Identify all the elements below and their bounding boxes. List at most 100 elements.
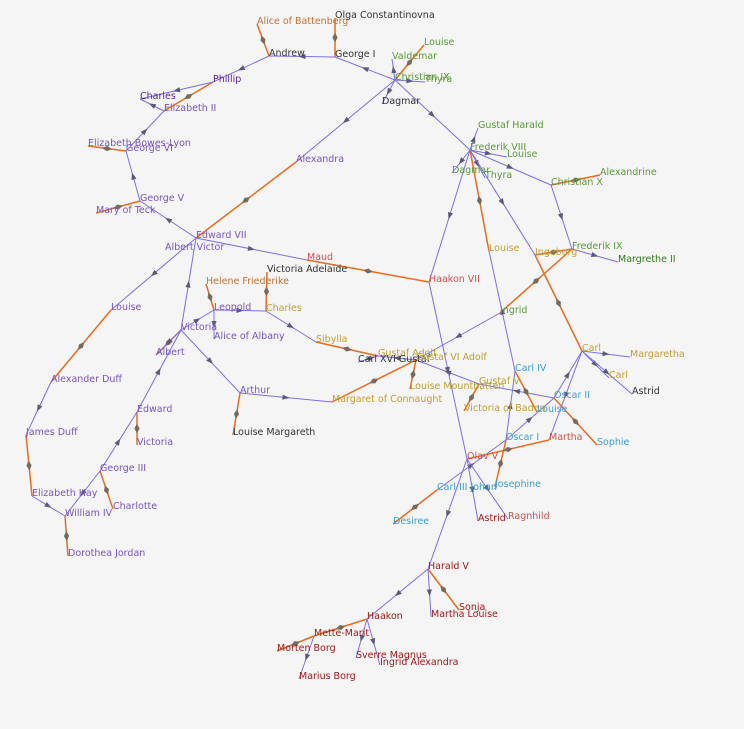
person-node-arthur[interactable]: Arthur [240,385,270,396]
person-node-maud[interactable]: Maud [307,252,333,263]
person-node-louise-dk2[interactable]: Louise [507,149,538,160]
person-node-haakon7[interactable]: Haakon VII [429,274,480,285]
person-node-william4[interactable]: William IV [65,508,113,519]
person-node-margrethe2[interactable]: Margrethe II [618,254,676,265]
person-node-valdemar[interactable]: Valdemar [392,51,437,62]
person-node-victoria-k[interactable]: Victoria [137,437,173,448]
person-node-ingeborg[interactable]: Ingeborg [535,247,577,258]
person-node-charles[interactable]: Charles [140,91,176,102]
person-node-haakon[interactable]: Haakon [367,611,403,622]
person-node-elizabeth2[interactable]: Elizabeth II [164,103,216,114]
person-node-dorothea[interactable]: Dorothea Jordan [68,548,145,559]
person-node-carl16[interactable]: Carl XVI Gustaf [358,354,431,365]
person-node-albert-victor[interactable]: Albert Victor [165,242,224,253]
person-node-gustaf-adolf[interactable]: Gustaf Adolf [378,348,437,359]
person-node-andrew[interactable]: Andrew [269,48,305,59]
direction-arrow [498,198,505,206]
person-node-margaretha[interactable]: Margaretha [630,349,685,360]
person-node-margaret-c[interactable]: Margaret of Connaught [332,394,442,405]
person-node-victoria[interactable]: Victoria [181,322,217,333]
person-node-george5[interactable]: George V [140,193,185,204]
person-node-george1[interactable]: George I [335,49,375,60]
person-node-mary-teck[interactable]: Mary of Teck [96,205,156,216]
person-node-carl3[interactable]: Carl III Johan [437,482,497,493]
marriage-marker [342,346,352,352]
direction-arrow [483,484,490,492]
person-node-dagmar2[interactable]: Dagmar [452,165,490,176]
person-node-alexandrine[interactable]: Alexandrine [600,167,657,178]
marriage-marker [63,531,70,541]
direction-arrow [155,367,161,376]
person-node-albert[interactable]: Albert [156,347,185,358]
person-node-carl-sw[interactable]: Carl [582,343,601,354]
person-node-ingrid[interactable]: Ingrid [500,305,527,316]
marriage-marker [476,195,483,206]
direction-arrow [590,252,599,258]
person-node-josephine[interactable]: Josephine [494,479,541,490]
person-node-frederik8[interactable]: Frederik VIII [470,142,526,153]
direction-arrow [454,332,463,339]
person-node-sibylla[interactable]: Sibylla [316,334,347,345]
person-node-christian10[interactable]: Christian X [551,177,603,188]
person-node-astrid-sw[interactable]: Astrid [632,386,660,397]
person-node-alice-battenberg[interactable]: Alice of Battenberg [257,16,348,27]
person-node-alice-albany[interactable]: Alice of Albany [214,331,285,342]
person-node-victoria-baden[interactable]: Victoria of Baden [464,403,546,414]
person-node-olga[interactable]: Olga Constantinovna [335,10,435,21]
person-node-carl4[interactable]: Carl IV [515,363,547,374]
person-node-ebl[interactable]: Elizabeth Bowes-Lyon [88,138,191,149]
person-node-desiree[interactable]: Desiree [393,516,429,527]
direction-arrow [591,360,598,367]
person-node-marius[interactable]: Marius Borg [299,671,356,682]
person-node-sophie[interactable]: Sophie [597,437,630,448]
person-node-christian9[interactable]: Christian IX [395,72,450,83]
person-node-louise-sw2[interactable]: Louise [537,404,568,415]
person-node-george6[interactable]: George VI [126,143,173,154]
marriage-marker [242,196,250,204]
person-node-victoria-adelaide[interactable]: Victoria Adelaide [267,264,347,275]
person-node-elizabeth-hay[interactable]: Elizabeth Hay [32,488,98,499]
person-node-mette-marit[interactable]: Mette-Marit [314,628,369,639]
person-node-ragnhild[interactable]: Ragnhild [508,511,550,522]
person-node-gustaf5[interactable]: Gustaf V [479,376,520,387]
person-node-helene[interactable]: Helene Friederike [206,276,289,287]
person-node-astrid-no[interactable]: Astrid [478,513,506,524]
person-node-alexandra[interactable]: Alexandra [296,154,344,165]
person-node-sverre[interactable]: Sverre Magnus [356,650,427,661]
direction-arrow [305,653,311,661]
person-node-charles-sax[interactable]: Charles [266,303,302,314]
person-node-edward7[interactable]: Edward VII [196,230,247,241]
person-node-gustaf-harald[interactable]: Gustaf Harald [478,120,544,131]
person-node-ingrid-alex[interactable]: Ingrid Alexandra [380,657,459,668]
person-node-louise-dk[interactable]: Louise [424,37,455,48]
person-node-james-duff[interactable]: James Duff [25,427,78,438]
direction-arrow [428,110,436,118]
person-node-martha[interactable]: Martha [549,432,583,443]
person-node-sonja[interactable]: Sonja [459,602,485,613]
person-node-leopold[interactable]: Leopold [214,302,251,313]
person-node-dagmar1[interactable]: Dagmar [382,96,420,107]
person-node-alexander-duff[interactable]: Alexander Duff [51,374,122,385]
person-node-olav5[interactable]: Olav V [467,451,499,462]
direction-arrow [140,128,148,136]
person-node-oscar1[interactable]: Oscar I [506,432,539,443]
person-node-louise-margareth[interactable]: Louise Margareth [233,427,315,438]
person-node-gustaf6[interactable]: Gustaf VI Adolf [416,352,487,363]
person-node-oscar2[interactable]: Oscar II [554,390,590,401]
person-node-charlotte[interactable]: Charlotte [113,501,157,512]
person-node-louise-uk[interactable]: Louise [111,302,142,313]
direction-arrow [513,389,521,395]
marriage-marker [113,204,123,210]
person-node-harald5[interactable]: Harald V [428,561,469,572]
person-node-george3[interactable]: George III [100,463,146,474]
person-node-morten[interactable]: Morten Borg [277,643,336,654]
person-node-carl-sw2[interactable]: Carl [609,370,628,381]
person-node-frederik9[interactable]: Frederik IX [572,241,623,252]
person-node-martha-louise[interactable]: Martha Louise [431,609,498,620]
person-node-louise-mount[interactable]: Louise Mountbatten [410,381,504,392]
person-node-thyra1[interactable]: Thyra [424,74,452,85]
person-node-phillip[interactable]: Phillip [213,74,241,85]
person-node-edward-kent[interactable]: Edward [137,404,172,415]
person-node-thyra2[interactable]: Thyra [484,170,512,181]
person-node-louise-sw[interactable]: Louise [489,243,520,254]
